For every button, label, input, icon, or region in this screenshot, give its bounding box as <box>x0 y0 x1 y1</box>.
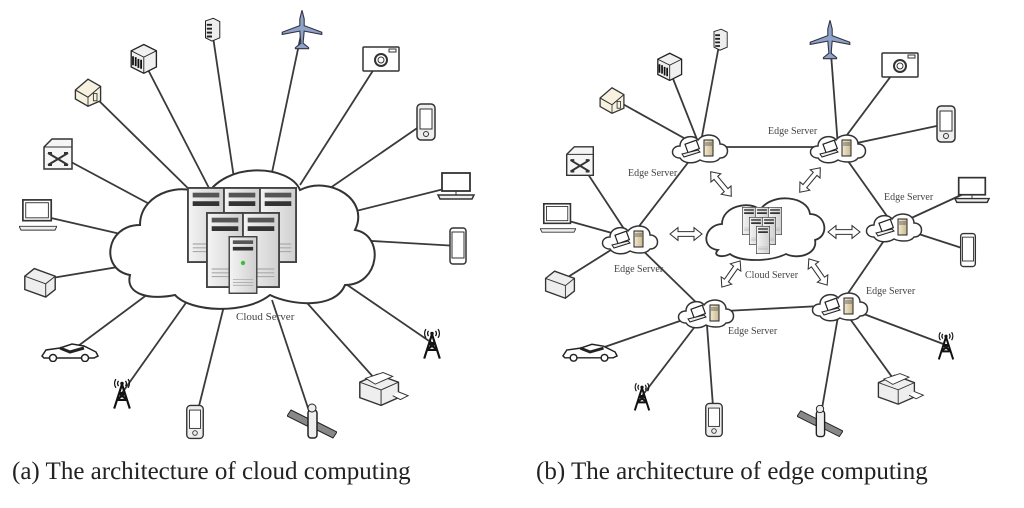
central-cloud-label: Cloud Server <box>745 270 799 281</box>
bidirectional-arrow <box>705 167 737 201</box>
connection-line <box>211 29 236 186</box>
bidirectional-arrow <box>802 254 834 290</box>
bidirectional-arrow <box>827 225 861 239</box>
cell-tower-icon <box>113 377 131 410</box>
connection-line <box>269 29 303 183</box>
cell-tower-icon <box>937 331 955 361</box>
factory-building-icon <box>130 43 158 75</box>
laptop-icon <box>436 171 476 201</box>
storage-box-icon <box>24 267 56 298</box>
edge-server-label: Edge Server <box>628 168 678 179</box>
connection-line <box>271 299 313 421</box>
cloud-computing-diagram: Cloud Server <box>19 9 476 440</box>
bidirectional-arrow <box>715 256 747 292</box>
edge-server-node <box>671 134 729 164</box>
sports-car-icon <box>561 342 619 362</box>
connection-line <box>87 89 201 201</box>
airplane-icon <box>281 9 323 50</box>
connection-line <box>339 279 433 344</box>
edge-server-node <box>809 134 867 164</box>
satellite-icon <box>797 404 843 438</box>
edge-server-label: Edge Server <box>768 126 818 137</box>
connection-line <box>699 39 721 148</box>
edge-server-node <box>811 292 869 322</box>
connection-line <box>37 214 126 236</box>
edge-server-label: Edge Server <box>866 286 916 297</box>
server-rack-icon <box>712 27 729 52</box>
edge-server-node <box>601 225 659 255</box>
server-rack-icon <box>204 16 222 43</box>
caption-cloud-computing: (a) The architecture of cloud computing <box>12 458 411 485</box>
connection-line <box>837 63 901 148</box>
edge-server-label: Edge Server <box>728 326 778 337</box>
satellite-icon <box>287 403 337 439</box>
bidirectional-arrow <box>794 163 826 197</box>
edge-server-label: Edge Server <box>884 192 934 203</box>
caption-edge-computing: (b) The architecture of edge computing <box>536 458 928 485</box>
camera-icon <box>880 51 920 79</box>
printer-icon <box>877 372 925 405</box>
printer-icon <box>359 371 409 407</box>
edge-server-node <box>677 299 735 329</box>
smartphone-icon <box>959 232 977 268</box>
cell-tower-icon <box>633 382 651 412</box>
figure-canvas: Cloud Server Cloud Server Edge ServerEdg… <box>19 9 991 440</box>
connection-line <box>319 121 427 196</box>
sports-car-icon <box>40 342 100 362</box>
house-icon <box>74 78 102 107</box>
bidirectional-arrow <box>669 227 703 241</box>
connection-line <box>705 311 715 421</box>
desktop-computer-icon <box>19 199 57 231</box>
connection-line <box>141 57 211 191</box>
pda-icon <box>936 105 956 143</box>
connection-line <box>819 304 841 421</box>
connection-line <box>667 65 701 148</box>
pda-icon <box>416 103 436 141</box>
status-led <box>240 260 246 266</box>
factory-building-icon <box>656 52 683 82</box>
camera-icon <box>361 45 401 73</box>
edge-server-node <box>865 213 923 243</box>
cell-tower-icon <box>423 327 441 360</box>
connection-line <box>194 301 226 423</box>
connection-line <box>121 289 196 394</box>
cloud-server-label: Cloud Server <box>236 311 295 323</box>
handheld-device-icon <box>186 404 204 440</box>
laptop-icon <box>953 176 991 204</box>
router-switch-icon <box>43 138 73 170</box>
connection-line <box>339 185 457 216</box>
edge-server-label: Edge Server <box>614 264 664 275</box>
router-switch-icon <box>565 145 595 177</box>
house-icon <box>599 87 625 114</box>
connection-line <box>299 57 382 186</box>
desktop-computer-icon <box>540 202 576 234</box>
connection-line <box>299 294 384 389</box>
airplane-icon <box>809 19 851 60</box>
smartphone-icon <box>449 227 467 265</box>
handheld-device-icon <box>705 402 723 438</box>
cloud-server-stack <box>187 187 297 294</box>
